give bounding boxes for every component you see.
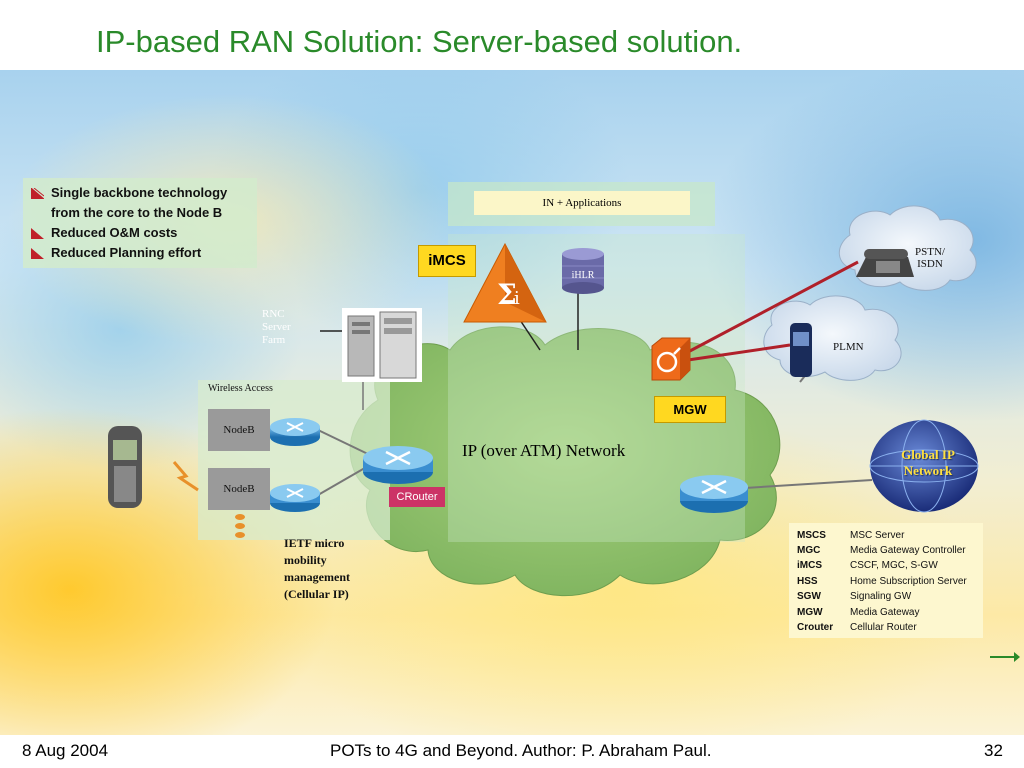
global-ip-label: Global IP Network	[901, 447, 955, 478]
edge-router-icon	[680, 475, 748, 513]
bullet-arrow-icon	[31, 248, 44, 259]
svg-text:i: i	[514, 288, 520, 309]
telephone-icon	[856, 249, 914, 277]
global-ip-globe-icon	[869, 419, 979, 513]
wireless-access-label: Wireless Access	[208, 383, 273, 394]
nodeb-box: NodeB	[208, 468, 270, 510]
pstn-label: PSTN/ ISDN	[915, 246, 945, 270]
abbreviation-legend: MSCS MSC Server MGC Media Gateway Contro…	[789, 523, 983, 638]
slide-title: IP-based RAN Solution: Server-based solu…	[96, 24, 743, 59]
crouter-label: CRouter	[389, 487, 445, 507]
ip-network-cloud	[349, 326, 781, 597]
imcs-label: iMCS	[418, 245, 476, 277]
plmn-cloud	[763, 295, 902, 381]
bullet-arrow-icon	[31, 188, 44, 199]
ihlr-database-icon	[562, 248, 604, 294]
radio-link-icon	[172, 461, 199, 492]
footer-author: POTs to 4G and Beyond. Author: P. Abraha…	[330, 741, 712, 760]
ietf-label: IETF micro mobility management (Cellular…	[284, 536, 350, 601]
nodeb-router-icon	[270, 418, 320, 446]
bullet-arrow-icon	[31, 228, 44, 239]
benefits-box: Single backbone technology from the core…	[23, 178, 257, 268]
in-applications-box: IN + Applications	[474, 191, 690, 215]
page-number: 32	[984, 741, 1003, 760]
mobile-phone-icon	[108, 426, 142, 508]
plmn-label: PLMN	[833, 341, 864, 353]
rnc-server-icon	[342, 308, 422, 382]
mgw-label: MGW	[654, 396, 726, 423]
crouter-router-icon	[363, 446, 433, 484]
footer-date: 8 Aug 2004	[22, 741, 109, 760]
more-nodes-dots-icon	[235, 514, 245, 538]
rnc-label: RNC Server Farm	[262, 308, 291, 346]
nodeb-box: NodeB	[208, 409, 270, 451]
mgw-gateway-icon	[651, 337, 691, 381]
ihlr-label: iHLR	[571, 270, 595, 281]
svg-text:Σ: Σ	[497, 278, 517, 311]
nodeb-router-icon	[270, 484, 320, 512]
ip-network-label: IP (over ATM) Network	[462, 441, 626, 460]
plmn-phone-icon	[790, 323, 812, 377]
imcs-pyramid-icon: Σ i	[463, 242, 547, 323]
